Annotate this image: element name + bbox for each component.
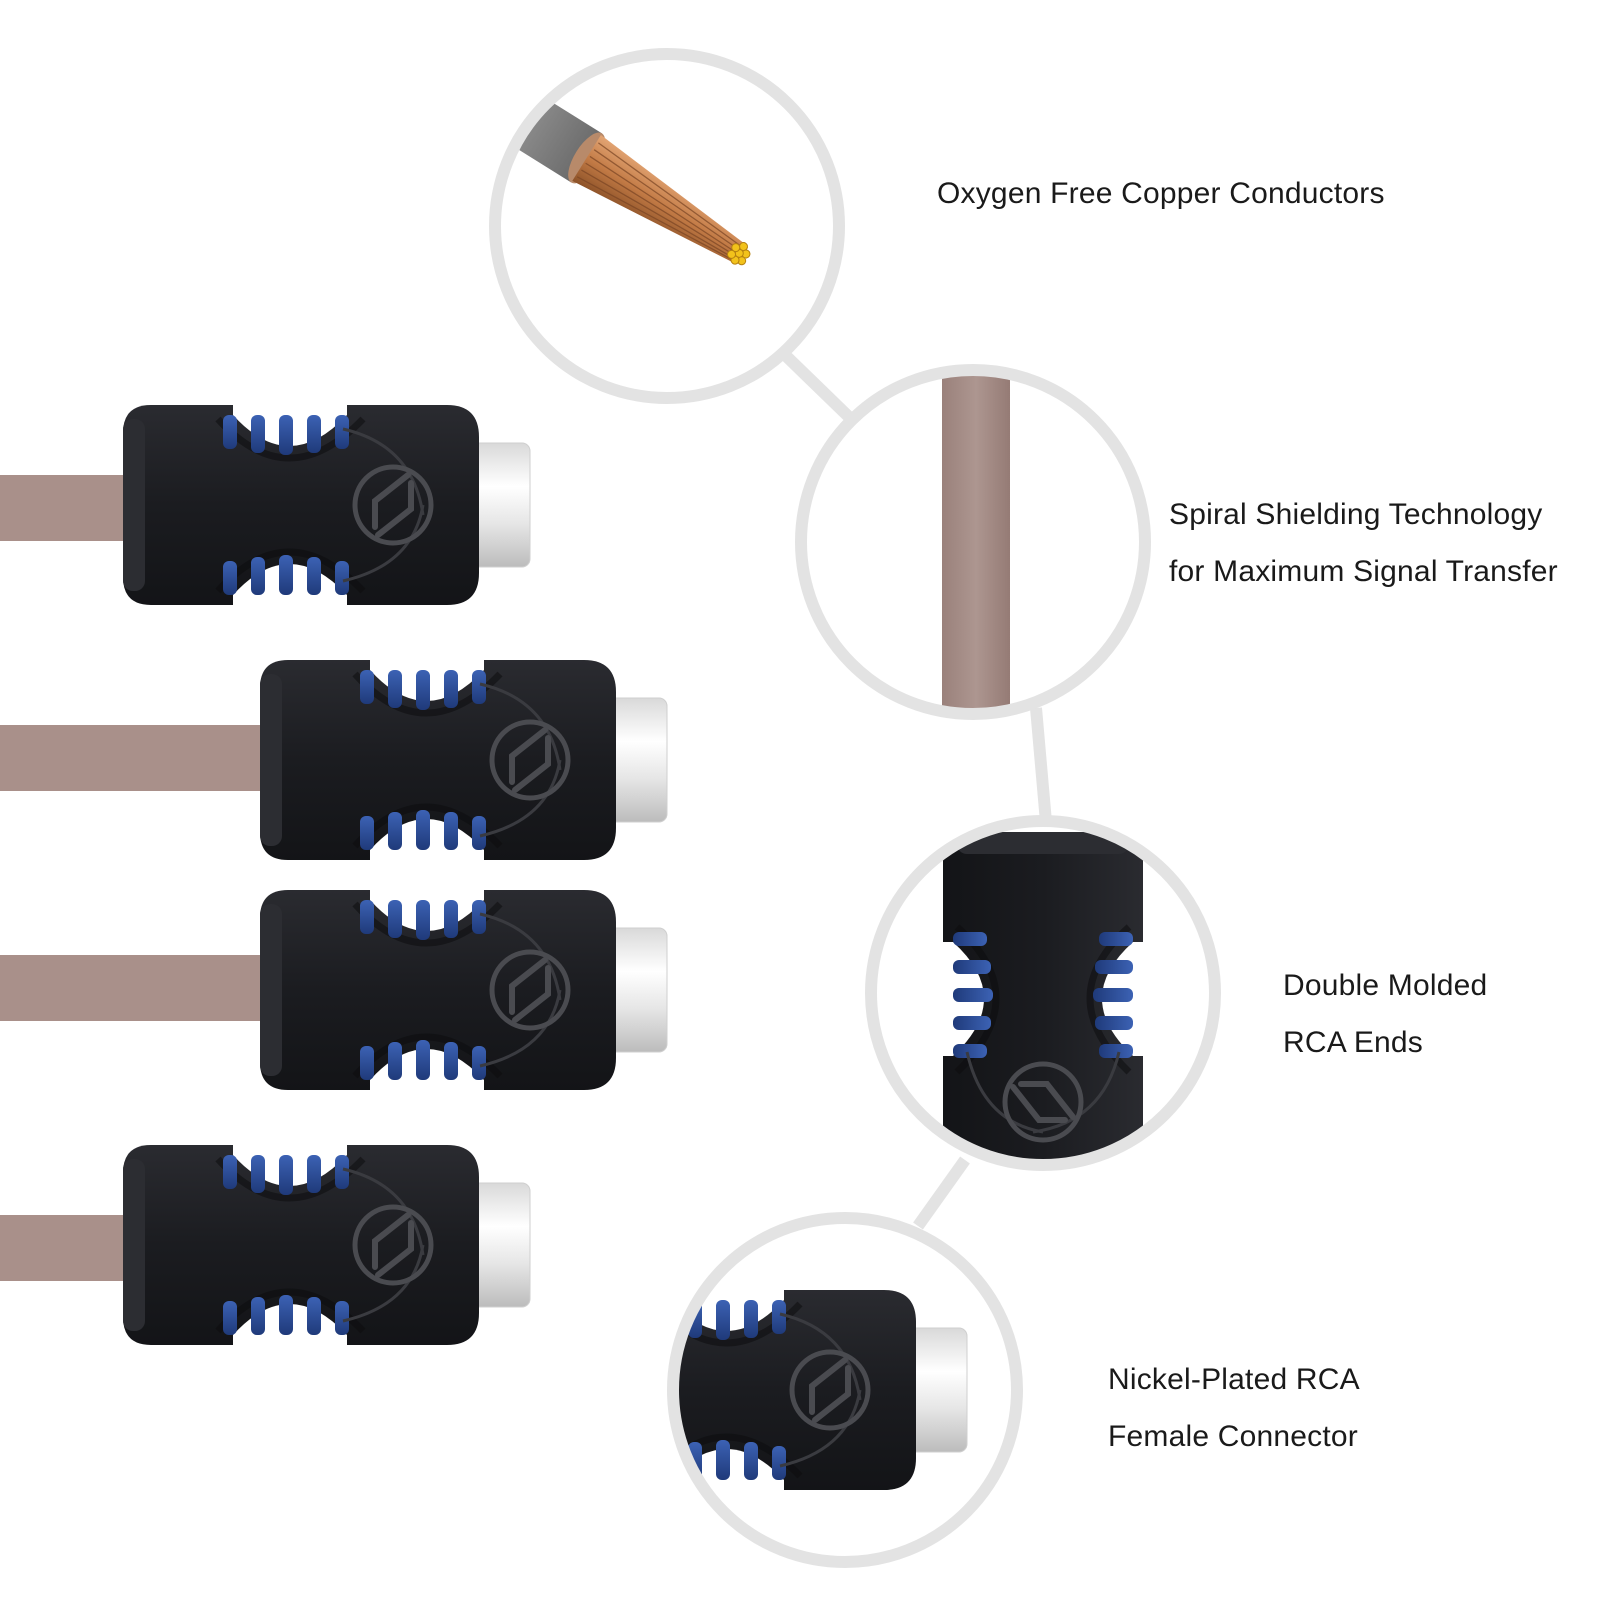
cable-jacket-icon bbox=[795, 364, 1151, 720]
cable-connector bbox=[0, 660, 667, 860]
feature-label-nickel: Nickel-Plated RCA Female Connector bbox=[1108, 1351, 1360, 1465]
callout-connectors bbox=[777, 347, 1052, 1230]
feature-label-copper: Oxygen Free Copper Conductors bbox=[937, 165, 1385, 222]
feature-line: Female Connector bbox=[1108, 1420, 1358, 1453]
cable-connector bbox=[0, 1145, 530, 1345]
feature-line: Nickel-Plated RCA bbox=[1108, 1363, 1360, 1396]
feature-line: RCA Ends bbox=[1283, 1026, 1423, 1059]
connector-stack bbox=[0, 405, 667, 1345]
copper-strands-icon bbox=[489, 48, 845, 404]
feature-line: Oxygen Free Copper Conductors bbox=[937, 177, 1385, 210]
feature-line: Double Molded bbox=[1283, 969, 1488, 1002]
feature-label-shielding: Spiral Shielding Technology for Maximum … bbox=[1169, 486, 1558, 600]
feature-label-molded: Double Molded RCA Ends bbox=[1283, 957, 1487, 1071]
feature-line: for Maximum Signal Transfer bbox=[1169, 555, 1558, 588]
cable-connector bbox=[0, 405, 530, 605]
cable-connector bbox=[0, 890, 667, 1090]
rca-female-icon bbox=[667, 1212, 1023, 1568]
molded-grip-icon bbox=[865, 815, 1221, 1171]
feature-line: Spiral Shielding Technology bbox=[1169, 498, 1543, 531]
